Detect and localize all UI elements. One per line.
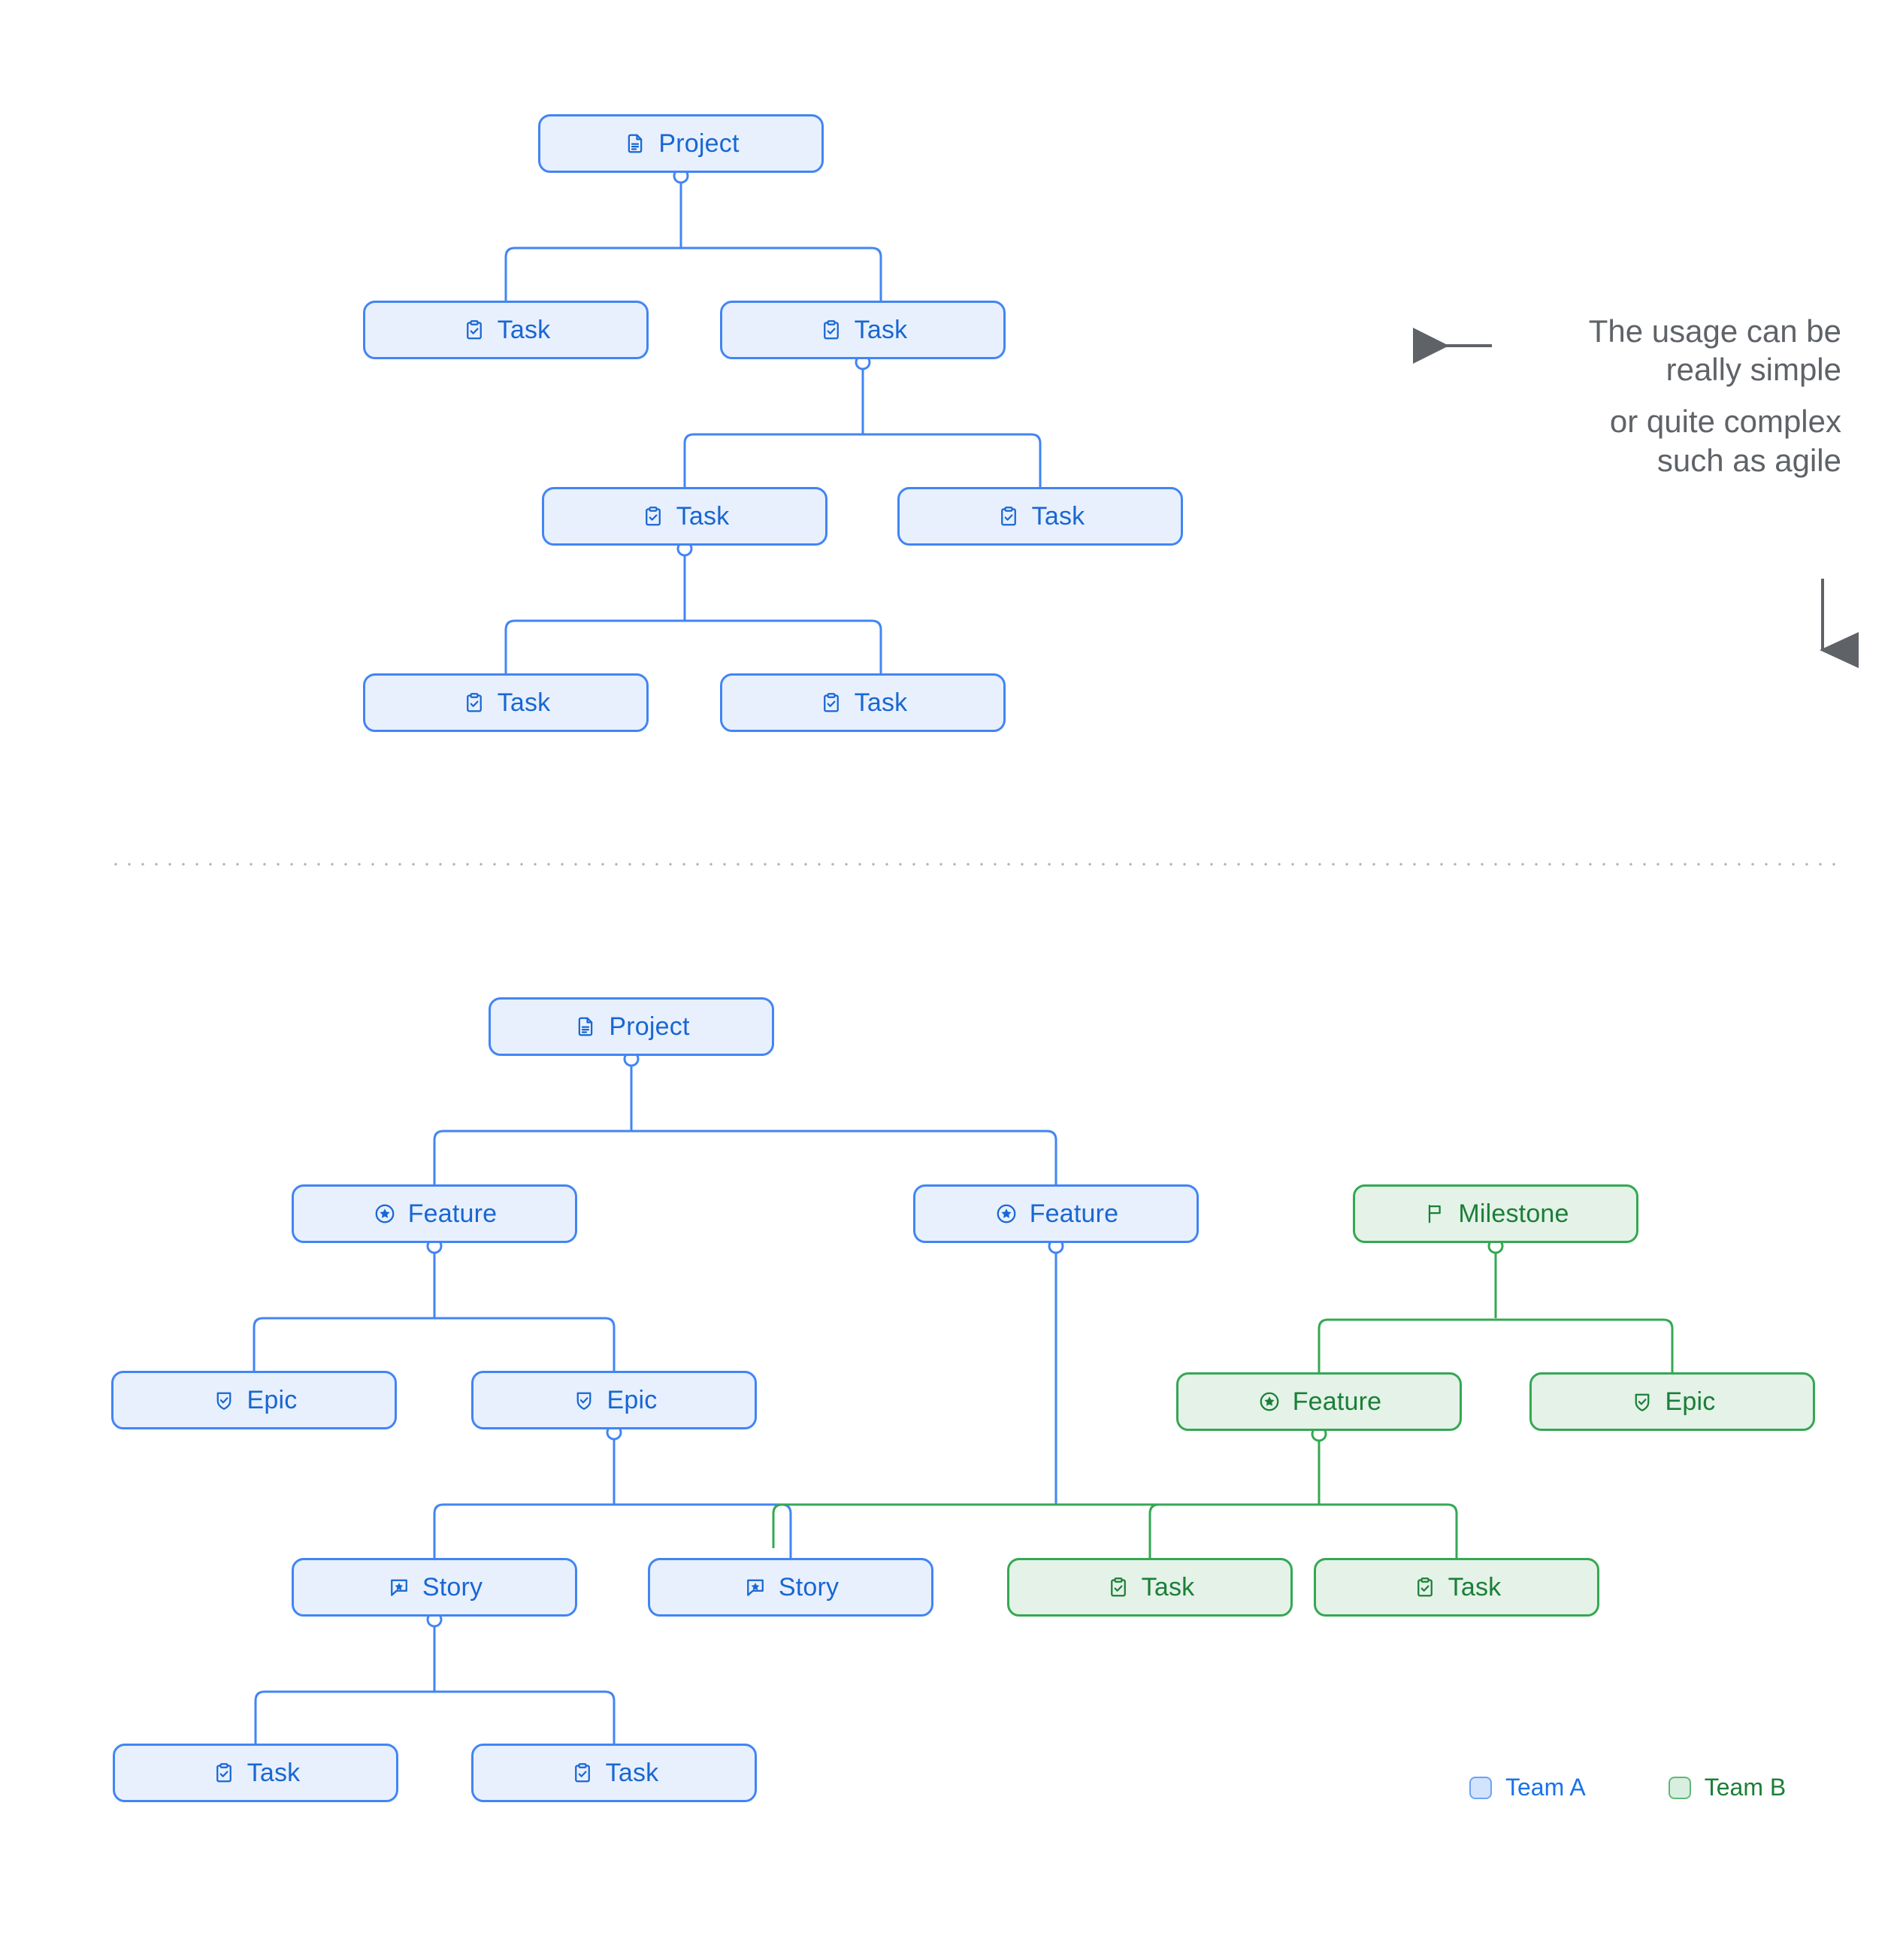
node-b-story-2[interactable]: Story	[648, 1558, 933, 1617]
node-t-task-2[interactable]: Task	[720, 301, 1006, 359]
task-icon	[640, 504, 666, 529]
node-b-task-b1[interactable]: Task	[113, 1744, 398, 1802]
legend-label-team-a: Team A	[1505, 1774, 1586, 1801]
legend-item-team-b: Team B	[1668, 1774, 1787, 1801]
node-t-project[interactable]: Project	[538, 114, 824, 173]
legend-label-team-b: Team B	[1704, 1774, 1787, 1801]
story-icon	[743, 1574, 768, 1600]
feature-icon	[1257, 1389, 1282, 1414]
node-label: Milestone	[1458, 1199, 1569, 1228]
legend-swatch-green-icon	[1668, 1776, 1691, 1799]
node-label: Task	[854, 316, 908, 344]
node-label: Task	[676, 502, 730, 531]
node-b-epic-2[interactable]: Epic	[471, 1371, 757, 1429]
task-icon	[461, 317, 487, 343]
node-label: Feature	[1292, 1387, 1382, 1416]
node-label: Task	[1141, 1573, 1195, 1602]
node-b-task-b2[interactable]: Task	[471, 1744, 757, 1802]
node-label: Project	[658, 129, 740, 158]
node-b-epic-1[interactable]: Epic	[111, 1371, 397, 1429]
node-label: Epic	[247, 1386, 298, 1414]
annotation-line-2: really simple	[1666, 352, 1841, 388]
feature-icon	[994, 1201, 1019, 1227]
node-label: Task	[854, 688, 908, 717]
feature-icon	[372, 1201, 398, 1227]
node-t-task-3[interactable]: Task	[542, 487, 827, 546]
node-label: Task	[1031, 502, 1085, 531]
epic-icon	[1629, 1389, 1655, 1414]
node-label: Task	[605, 1759, 659, 1787]
node-b-story-1[interactable]: Story	[292, 1558, 577, 1617]
section-divider	[109, 863, 1845, 866]
task-icon	[818, 317, 844, 343]
task-icon	[1106, 1574, 1131, 1600]
legend-item-team-a: Team A	[1469, 1774, 1586, 1801]
annotation-spacer	[1458, 389, 1841, 402]
node-label: Feature	[1029, 1199, 1119, 1228]
team-legend: Team A Team B	[1469, 1774, 1786, 1801]
node-b-task-g1[interactable]: Task	[1007, 1558, 1293, 1617]
node-label: Task	[247, 1759, 301, 1787]
annotation-line-3: or quite complex	[1609, 404, 1841, 440]
annotation-line-4: such as agile	[1656, 442, 1841, 478]
task-icon	[818, 690, 844, 715]
task-icon	[211, 1760, 237, 1786]
node-b-project[interactable]: Project	[489, 997, 774, 1056]
document-icon	[573, 1014, 598, 1039]
node-b-epic-3[interactable]: Epic	[1529, 1372, 1815, 1431]
node-label: Story	[422, 1573, 483, 1602]
legend-swatch-blue-icon	[1469, 1776, 1492, 1799]
annotation-line-1: The usage can be	[1588, 313, 1841, 349]
node-label: Project	[609, 1012, 690, 1041]
document-icon	[622, 131, 648, 156]
node-label: Story	[778, 1573, 840, 1602]
epic-icon	[211, 1387, 237, 1413]
node-label: Epic	[1665, 1387, 1716, 1416]
task-icon	[996, 504, 1021, 529]
node-b-feature-3[interactable]: Feature	[1176, 1372, 1462, 1431]
node-label: Task	[497, 316, 551, 344]
node-label: Task	[497, 688, 551, 717]
node-label: Epic	[607, 1386, 658, 1414]
node-label: Task	[1448, 1573, 1502, 1602]
epic-icon	[571, 1387, 597, 1413]
story-icon	[386, 1574, 412, 1600]
node-t-task-6[interactable]: Task	[720, 673, 1006, 732]
node-b-task-g2[interactable]: Task	[1314, 1558, 1599, 1617]
node-label: Feature	[407, 1199, 498, 1228]
task-icon	[570, 1760, 595, 1786]
task-icon	[1412, 1574, 1438, 1600]
node-t-task-4[interactable]: Task	[897, 487, 1183, 546]
node-b-milestone[interactable]: Milestone	[1353, 1184, 1638, 1243]
node-t-task-1[interactable]: Task	[363, 301, 649, 359]
node-b-feature-2[interactable]: Feature	[913, 1184, 1199, 1243]
task-icon	[461, 690, 487, 715]
milestone-icon	[1422, 1201, 1448, 1227]
usage-annotation: The usage can be really simple or quite …	[1458, 312, 1841, 479]
node-b-feature-1[interactable]: Feature	[292, 1184, 577, 1243]
node-t-task-5[interactable]: Task	[363, 673, 649, 732]
